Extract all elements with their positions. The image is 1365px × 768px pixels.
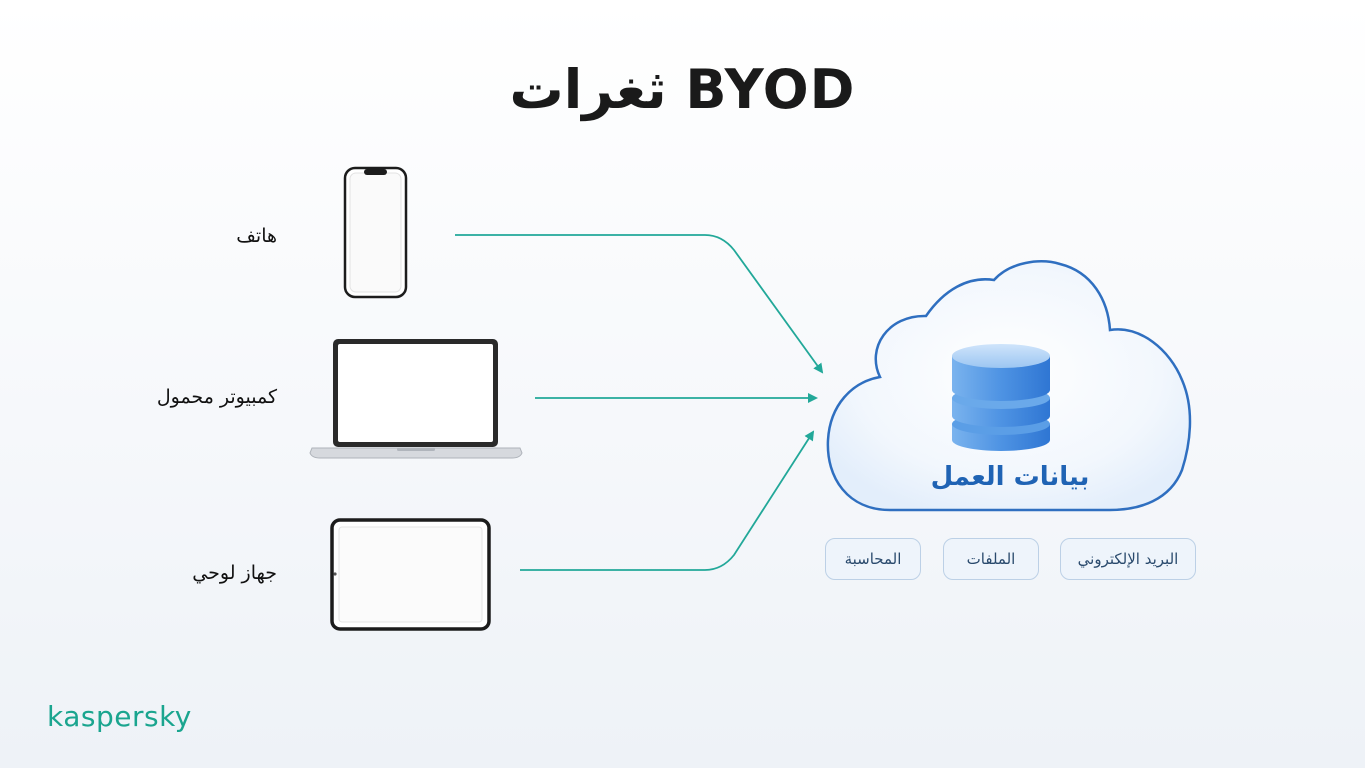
cloud-label: بيانات العمل: [930, 462, 1090, 492]
tablet-arrow: [520, 430, 815, 571]
database-icon: [952, 344, 1050, 451]
tag-files: الملفات: [943, 538, 1039, 580]
laptop-icon: [309, 339, 523, 459]
smartphone-icon: [343, 166, 408, 299]
tag-email: البريد الإلكتروني: [1060, 538, 1196, 580]
tablet-icon: [330, 518, 491, 631]
phone-arrow: [455, 234, 824, 374]
device-label-phone: هاتف: [236, 225, 277, 247]
brand-logo: kaspersky: [47, 700, 192, 733]
tag-accounting: المحاسبة: [825, 538, 921, 580]
device-label-tablet: جهاز لوحي: [192, 562, 277, 584]
device-label-laptop: كمبيوتر محمول: [156, 386, 277, 408]
page-title: ثغرات BYOD: [509, 58, 856, 121]
